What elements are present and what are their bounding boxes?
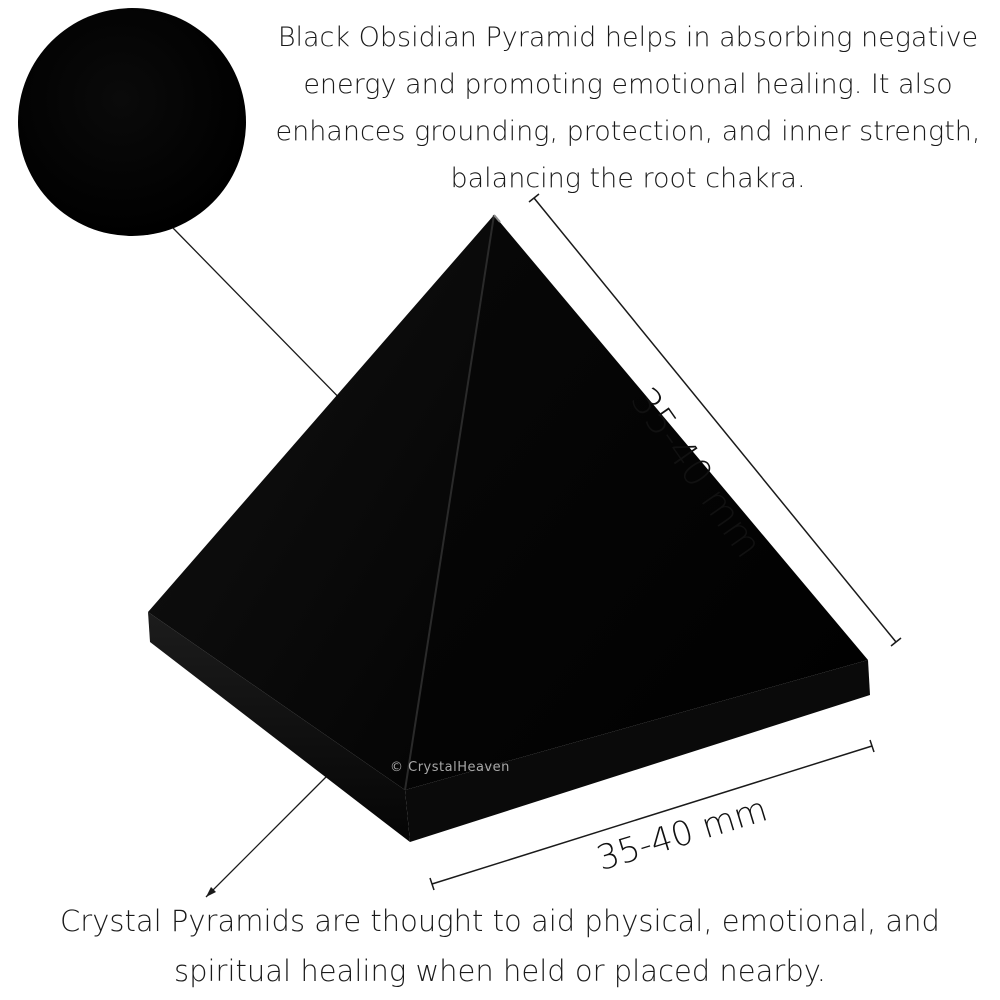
edge-dimension-line bbox=[533, 197, 897, 643]
watermark: © CrystalHeaven bbox=[390, 760, 510, 775]
dimension-tick bbox=[890, 637, 902, 647]
pyramid-left-face bbox=[148, 215, 494, 790]
bottom-callout-line bbox=[205, 771, 332, 898]
pyramid-edge-highlight bbox=[404, 214, 495, 791]
pyramid-apex-highlight bbox=[493, 214, 501, 223]
swatch-callout-line bbox=[172, 227, 357, 416]
healing-description: Crystal Pyramids are thought to aid phys… bbox=[60, 904, 940, 988]
dimension-tick bbox=[429, 877, 435, 891]
dimension-tick bbox=[869, 739, 875, 753]
pyramid-right-face bbox=[405, 215, 868, 790]
obsidian-swatch-circle bbox=[18, 8, 246, 236]
product-description: Black Obsidian Pyramid helps in absorbin… bbox=[275, 22, 981, 194]
arrow-head-icon bbox=[206, 887, 216, 897]
pyramid-base-right bbox=[405, 660, 870, 842]
dimension-tick bbox=[528, 193, 540, 203]
pyramid-base-left bbox=[148, 612, 410, 842]
base-dimension-line bbox=[431, 745, 873, 885]
